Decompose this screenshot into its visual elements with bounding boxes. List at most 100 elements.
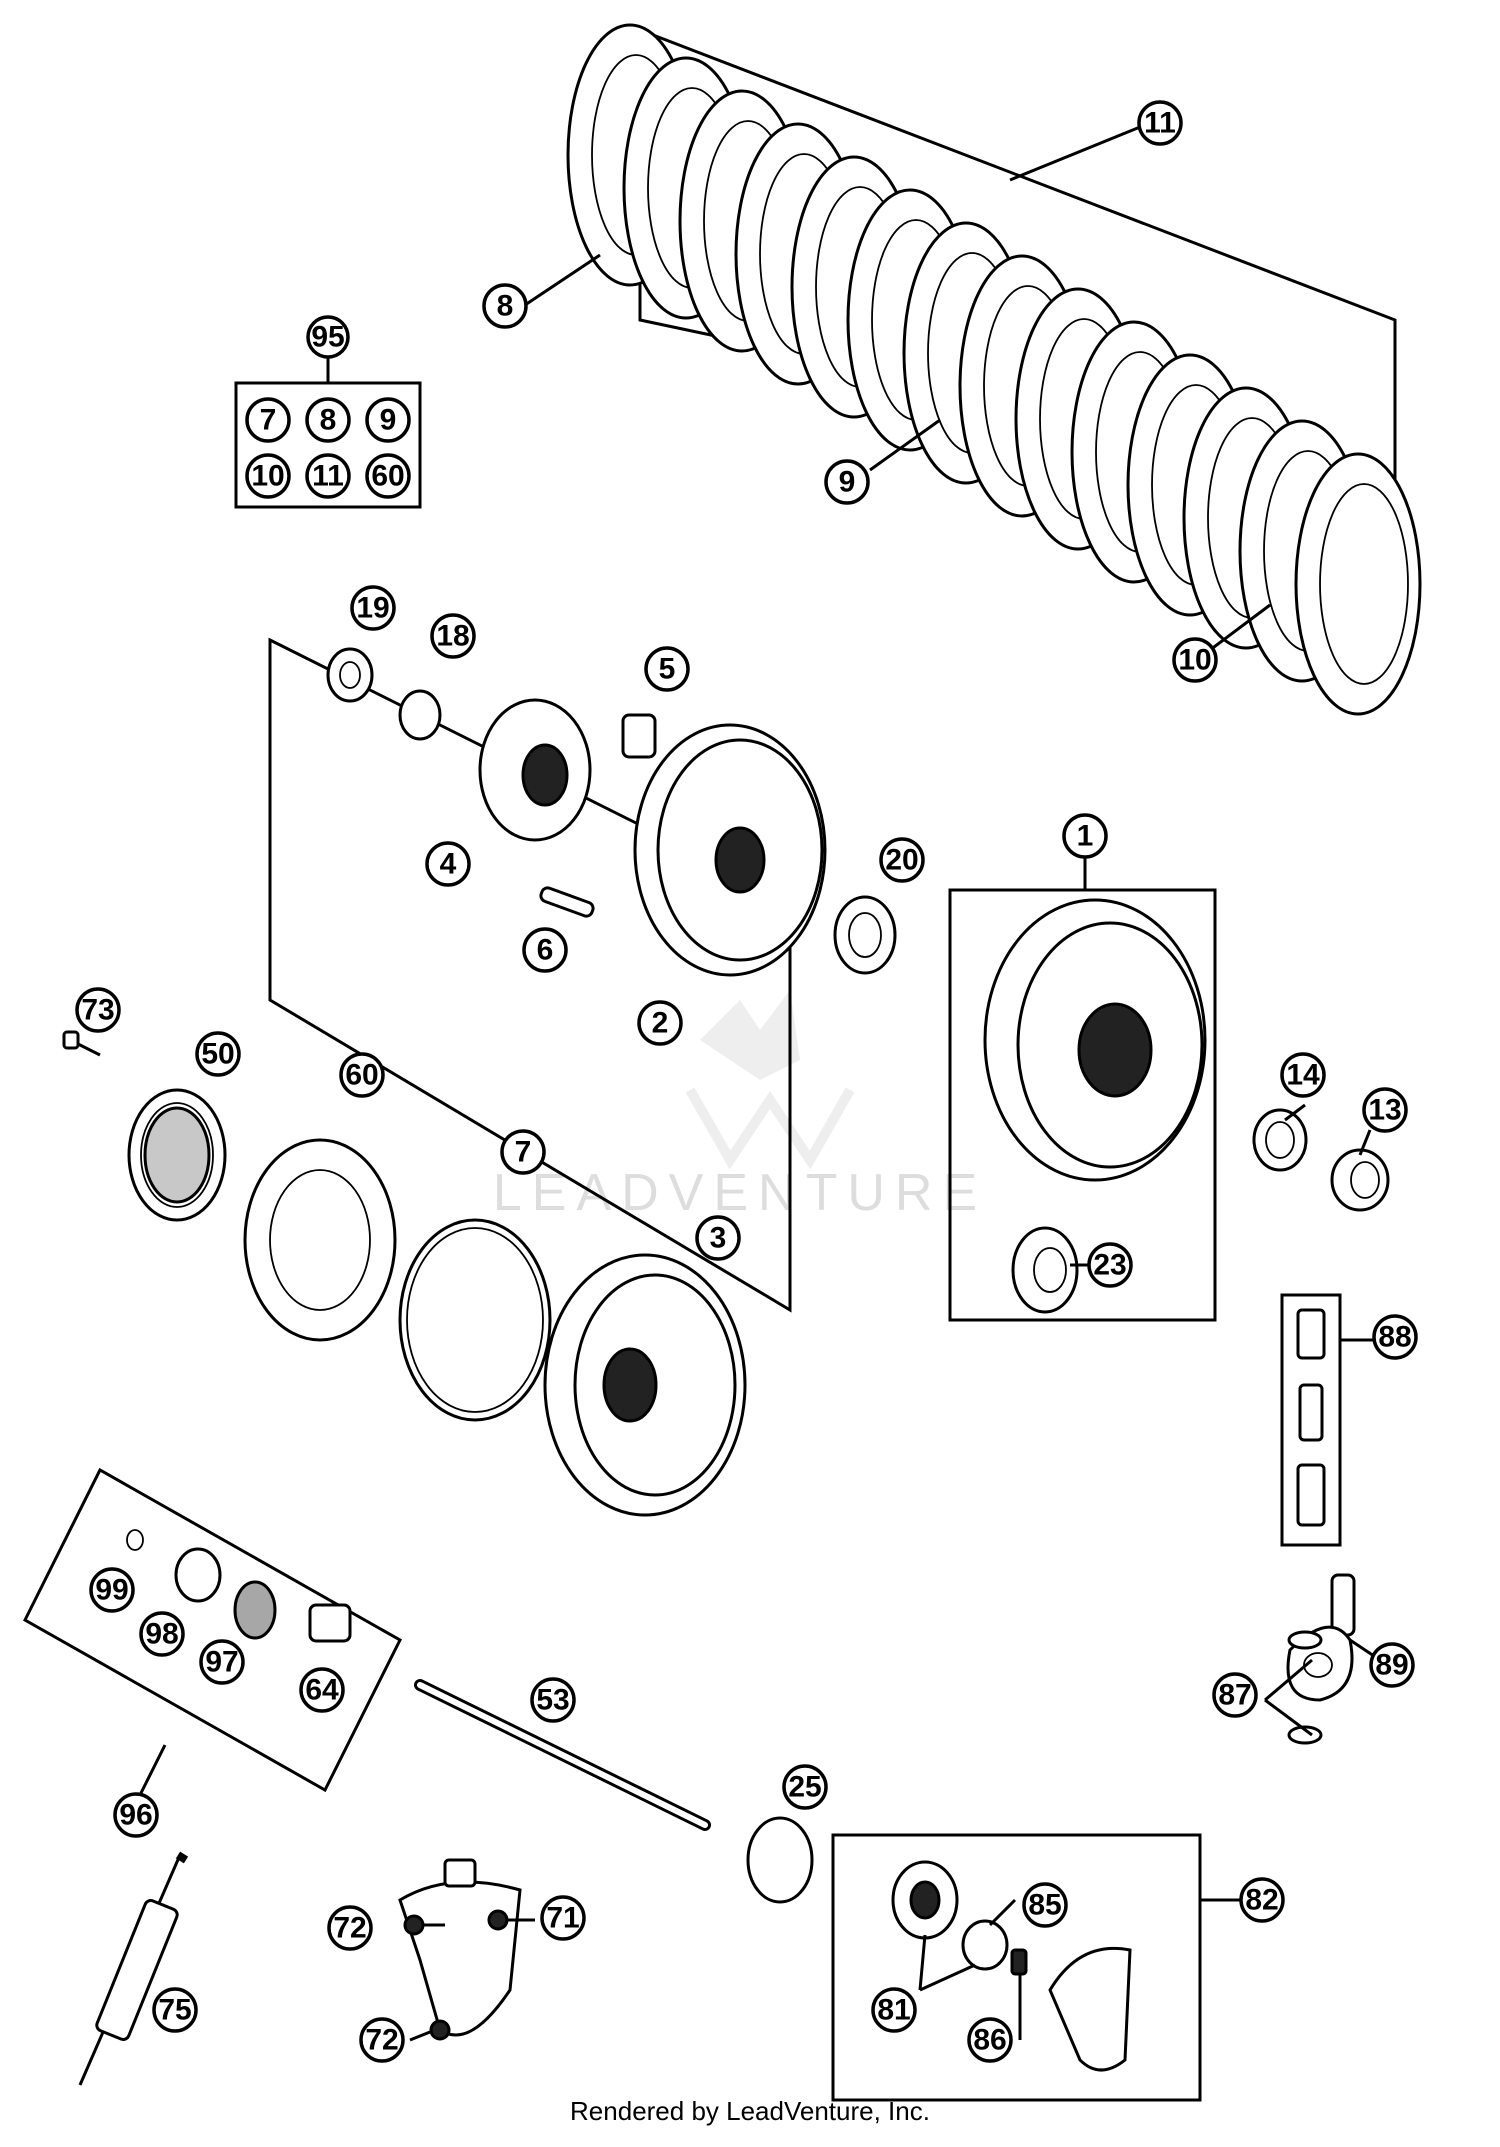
svg-text:81: 81	[877, 1994, 910, 2027]
svg-text:2: 2	[652, 1007, 669, 1040]
callout-c6[interactable]: 6	[522, 927, 568, 973]
svg-text:1: 1	[1077, 820, 1094, 853]
slave-housing	[398, 1858, 522, 2041]
svg-text:5: 5	[659, 653, 676, 686]
svg-text:75: 75	[158, 1994, 191, 2027]
callout-c50[interactable]: 50	[195, 1031, 241, 1077]
callout-c96[interactable]: 96	[113, 1792, 159, 1838]
slave-cylinder-group	[831, 1833, 1240, 2102]
callout-c11[interactable]: 11	[1137, 100, 1183, 146]
clutch-hub-group	[268, 637, 897, 1517]
lock-washer-part	[398, 689, 442, 741]
svg-text:10: 10	[1178, 644, 1211, 677]
svg-text:98: 98	[145, 1618, 178, 1651]
watermark-logo	[685, 990, 855, 1170]
watermark-text: LEADVENTURE	[493, 1164, 987, 1222]
svg-text:8: 8	[320, 404, 337, 437]
svg-text:72: 72	[365, 2024, 398, 2057]
svg-text:7: 7	[515, 1136, 532, 1169]
kit-item-9[interactable]: 9	[365, 397, 411, 443]
svg-text:4: 4	[440, 848, 457, 881]
callout-c88[interactable]: 88	[1372, 1314, 1418, 1360]
kit-item-11[interactable]: 11	[305, 453, 351, 499]
callout-c2[interactable]: 2	[637, 1000, 683, 1046]
callout-c72b[interactable]: 72	[359, 2017, 405, 2063]
seal-85-part	[961, 1919, 1009, 1971]
svg-text:88: 88	[1378, 1321, 1411, 1354]
callout-c64[interactable]: 64	[299, 1667, 345, 1713]
kit-item-10[interactable]: 10	[245, 453, 291, 499]
push-rod-53	[414, 1679, 711, 1831]
callout-c25[interactable]: 25	[782, 1764, 828, 1810]
callout-c4[interactable]: 4	[425, 841, 471, 887]
callout-c98[interactable]: 98	[139, 1611, 185, 1657]
leader-lines	[409, 123, 1381, 2042]
callout-c85[interactable]: 85	[1022, 1882, 1068, 1928]
callout-c8[interactable]: 8	[482, 283, 528, 329]
washer-part	[833, 895, 897, 975]
svg-text:19: 19	[356, 592, 389, 625]
screw-73-part	[62, 1030, 101, 1057]
callout-c87[interactable]: 87	[1212, 1672, 1258, 1718]
nut-part	[326, 647, 374, 703]
svg-text:87: 87	[1218, 1679, 1251, 1712]
svg-text:11: 11	[312, 460, 344, 493]
callout-c89[interactable]: 89	[1369, 1642, 1415, 1688]
svg-text:20: 20	[885, 844, 918, 877]
callout-c23[interactable]: 23	[1087, 1242, 1133, 1288]
washer-87b	[1287, 1725, 1323, 1745]
footer-credit: Rendered by LeadVenture, Inc.	[570, 2096, 930, 2126]
callout-c3[interactable]: 3	[695, 1215, 741, 1261]
banjo-fitting-89	[1286, 1573, 1356, 1745]
callout-c19[interactable]: 19	[350, 585, 396, 631]
callout-c86[interactable]: 86	[967, 2017, 1013, 2063]
block-part	[621, 713, 657, 759]
svg-text:86: 86	[973, 2024, 1006, 2057]
svg-text:6: 6	[537, 934, 554, 967]
spring-86-part	[1010, 1948, 1028, 1976]
svg-text:97: 97	[205, 1646, 238, 1679]
friction-disc-50	[127, 1088, 227, 1222]
callout-c75[interactable]: 75	[152, 1987, 198, 2033]
callout-c13[interactable]: 13	[1362, 1087, 1408, 1133]
svg-text:8: 8	[497, 290, 514, 323]
callout-c10[interactable]: 10	[1172, 637, 1218, 683]
bleeder-group	[1280, 1293, 1375, 1547]
kit-item-7[interactable]: 7	[245, 397, 291, 443]
callout-c53[interactable]: 53	[530, 1677, 576, 1723]
svg-text:25: 25	[788, 1771, 821, 1804]
clutch-disc-inner	[1319, 483, 1409, 685]
svg-text:99: 99	[95, 1574, 128, 1607]
callout-c71[interactable]: 71	[540, 1895, 586, 1941]
callout-c99[interactable]: 99	[89, 1567, 135, 1613]
callout-95[interactable]: 95	[306, 315, 350, 359]
callout-c18[interactable]: 18	[430, 613, 476, 659]
svg-text:82: 82	[1245, 1884, 1278, 1917]
o-ring-25	[746, 1816, 814, 1904]
kit-item-60[interactable]: 60	[365, 453, 411, 499]
callout-c60[interactable]: 60	[339, 1052, 385, 1098]
syringe-75	[78, 1851, 189, 2086]
callout-c72a[interactable]: 72	[327, 1905, 373, 1951]
callout-c14[interactable]: 14	[1280, 1052, 1326, 1098]
svg-text:89: 89	[1375, 1649, 1408, 1682]
callout-c81[interactable]: 81	[871, 1987, 917, 2033]
callout-c9[interactable]: 9	[824, 459, 870, 505]
callout-c73[interactable]: 73	[75, 987, 121, 1033]
callout-c20[interactable]: 20	[879, 837, 925, 883]
outer-basket-group	[948, 860, 1217, 1322]
kit-item-8[interactable]: 8	[305, 397, 351, 443]
svg-text:50: 50	[201, 1038, 234, 1071]
slave-body-part	[1048, 1946, 1132, 2072]
callout-c97[interactable]: 97	[199, 1639, 245, 1685]
svg-text:7: 7	[260, 404, 277, 437]
callout-c7[interactable]: 7	[500, 1129, 546, 1175]
svg-text:60: 60	[371, 460, 404, 493]
callout-c5[interactable]: 5	[644, 646, 690, 692]
svg-text:18: 18	[436, 620, 469, 653]
callout-c1[interactable]: 1	[1062, 813, 1108, 859]
svg-text:96: 96	[119, 1799, 152, 1832]
svg-text:53: 53	[536, 1684, 569, 1717]
callout-c82[interactable]: 82	[1239, 1877, 1285, 1923]
